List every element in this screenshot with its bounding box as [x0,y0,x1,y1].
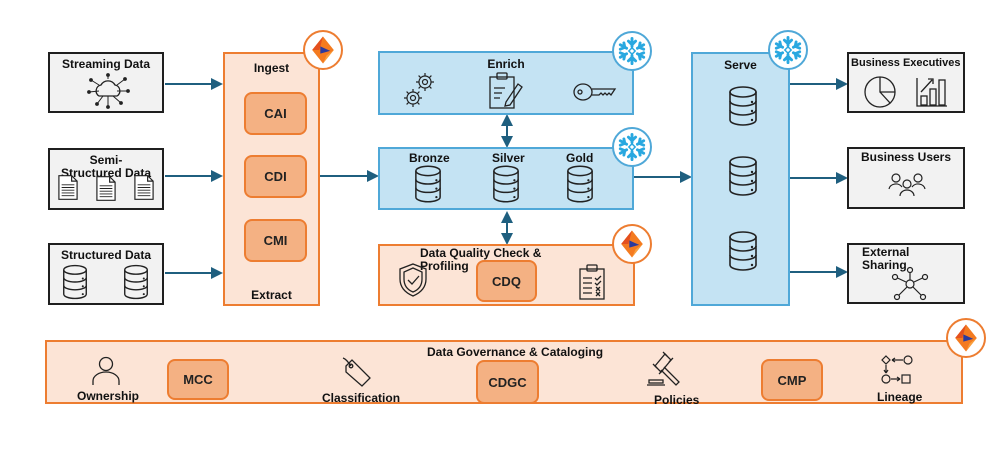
governance-item-lineage: Lineage [877,390,923,404]
serve-title: Serve [724,58,757,72]
enrich-title: Enrich [487,57,525,71]
informatica-logo [612,224,652,264]
governance-item-policies: Policies [654,393,700,407]
snowflake-logo [612,127,652,167]
database-icon-bronze [414,165,442,203]
source-title: Streaming Data [61,57,151,71]
users-icon [888,173,926,197]
source-title: Semi-Structured Data [60,153,152,180]
informatica-logo [303,30,343,70]
informatica-logo [946,318,986,358]
consumer-external-sharing: External Sharing [847,243,965,304]
data-quality-panel: Data Quality Check & Profiling CDQ [378,244,635,306]
shield-check-icon [399,263,427,297]
medallion-panel: Bronze Silver Gold [378,147,634,210]
database-icon [728,156,758,196]
chip-cdq[interactable]: CDQ [476,260,537,302]
source-structured-data: Structured Data [48,243,164,305]
database-icon-silver [492,165,520,203]
database-icon-gold [566,165,594,203]
serve-panel: Serve [691,52,790,306]
chip-cdgc[interactable]: CDGC [476,360,539,404]
governance-item-ownership: Ownership [77,389,140,403]
governance-title: Data Governance & Cataloging [427,345,604,359]
pie-chart-icon [864,76,896,108]
ingest-title: Ingest [253,61,290,75]
chip-cmp[interactable]: CMP [761,359,823,401]
tag-icon [342,357,371,387]
bar-chart-icon [916,78,947,107]
document-icon [96,175,116,202]
layer-gold-label: Gold [566,151,594,165]
person-icon [92,356,120,385]
chip-mcc[interactable]: MCC [167,359,229,400]
source-streaming-data: Streaming Data [48,52,164,113]
document-icon [134,174,154,201]
snowflake-logo [768,30,808,70]
cloud-network-icon [87,73,130,109]
consumer-title: Business Users [860,150,952,164]
database-icon [728,231,758,271]
consumer-title: External Sharing [862,245,910,272]
gears-icon [404,73,434,107]
extract-title: Extract [251,288,292,302]
consumer-business-users: Business Users [847,147,965,209]
checklist-icon [579,264,605,300]
data-quality-title: Data Quality Check & Profiling [420,246,542,273]
database-icon [728,86,758,126]
document-icon [58,174,78,201]
source-semi-structured-data: Semi-Structured Data [48,148,164,210]
layer-bronze-label: Bronze [409,151,450,165]
governance-panel: Data Governance & Cataloging Ownership M… [45,340,963,407]
lineage-icon [881,355,913,384]
database-icon [123,264,149,300]
governance-item-classification: Classification [322,391,401,405]
ingest-panel: Ingest CAI CDI CMI Extract [223,52,320,306]
gavel-icon [647,351,680,386]
chip-cai[interactable]: CAI [244,92,307,135]
database-icon [62,264,88,300]
clipboard-edit-icon [489,72,523,109]
consumer-business-executives: Business Executives [847,52,965,113]
network-share-icon [891,266,929,301]
consumer-title: Business Executives [851,57,961,69]
source-title: Structured Data [60,248,152,262]
chip-cdi[interactable]: CDI [244,155,307,198]
layer-silver-label: Silver [492,151,525,165]
key-icon [573,83,617,101]
chip-cmi[interactable]: CMI [244,219,307,262]
snowflake-logo [612,31,652,71]
